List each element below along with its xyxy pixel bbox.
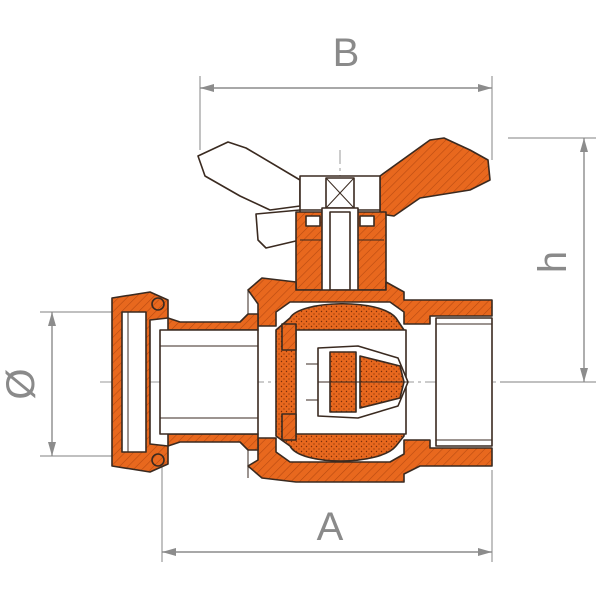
butterfly-handle	[197, 137, 491, 249]
ball-assembly	[275, 302, 409, 462]
dimension-diameter: Ø	[0, 311, 118, 457]
dimension-a-label: A	[317, 505, 344, 549]
stem-bonnet	[295, 207, 387, 295]
dimension-b-label: B	[333, 31, 360, 75]
dimension-h: h	[500, 137, 596, 383]
dimension-diameter-label: Ø	[0, 368, 43, 399]
union-connector	[111, 291, 259, 473]
valve-body	[247, 277, 493, 483]
dimension-b: B	[199, 31, 493, 160]
dimension-h-label: h	[531, 251, 575, 273]
dimension-a: A	[161, 458, 493, 562]
